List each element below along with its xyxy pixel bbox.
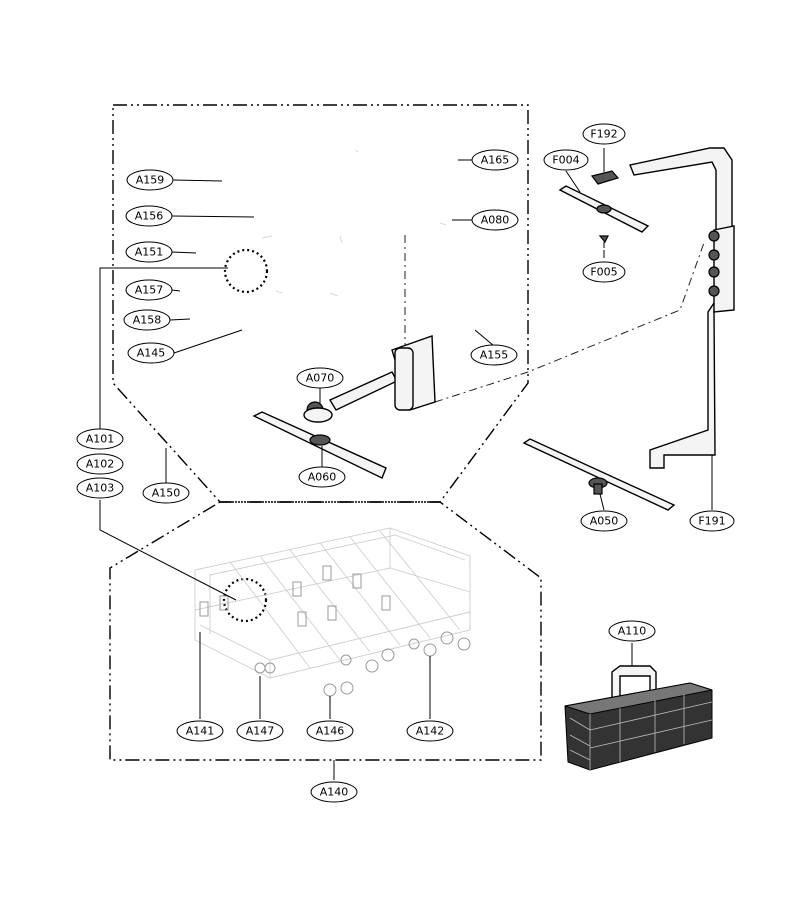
svg-text:F191: F191 xyxy=(698,515,725,528)
leader-lines xyxy=(99,148,713,780)
callout-a101: A101 xyxy=(76,428,124,450)
callout-f191: F191 xyxy=(689,510,735,532)
spray-arm-a050 xyxy=(522,438,676,511)
callout-a110: A110 xyxy=(608,620,656,642)
callout-a155: A155 xyxy=(470,344,518,366)
svg-text:F192: F192 xyxy=(590,128,617,141)
callout-a080: A080 xyxy=(471,209,519,231)
lower-rack-boundary xyxy=(109,501,542,761)
callout-a050: A050 xyxy=(580,510,628,532)
svg-text:A150: A150 xyxy=(152,487,181,500)
callout-a147: A147 xyxy=(236,720,284,742)
callout-a103: A103 xyxy=(76,477,124,499)
svg-text:A156: A156 xyxy=(135,210,164,223)
svg-text:A102: A102 xyxy=(86,458,115,471)
callout-a145: A145 xyxy=(127,342,175,364)
callout-f004: F004 xyxy=(543,149,589,171)
callout-a157: A157 xyxy=(125,279,173,301)
connection-line-duct xyxy=(434,239,706,403)
callout-a070: A070 xyxy=(296,367,344,389)
callout-a142: A142 xyxy=(406,720,454,742)
callout-f192: F192 xyxy=(582,123,626,145)
svg-text:A070: A070 xyxy=(306,372,335,385)
svg-text:A157: A157 xyxy=(135,284,164,297)
svg-text:A101: A101 xyxy=(86,433,115,446)
callout-a060: A060 xyxy=(298,466,346,488)
callout-a141: A141 xyxy=(176,720,224,742)
svg-text:F004: F004 xyxy=(552,154,579,167)
detail-circle-lower xyxy=(222,577,268,623)
svg-text:A146: A146 xyxy=(316,725,345,738)
svg-text:A147: A147 xyxy=(246,725,275,738)
callout-a150: A150 xyxy=(142,482,190,504)
svg-text:A159: A159 xyxy=(136,174,165,187)
holder-f192 xyxy=(590,170,620,185)
svg-text:A141: A141 xyxy=(186,725,215,738)
svg-text:A158: A158 xyxy=(133,314,162,327)
detail-circle-upper xyxy=(223,248,269,294)
svg-text:A080: A080 xyxy=(481,214,510,227)
callout-a159: A159 xyxy=(126,169,174,191)
svg-text:A142: A142 xyxy=(416,725,445,738)
svg-text:A165: A165 xyxy=(481,154,510,167)
svg-text:A151: A151 xyxy=(135,246,164,259)
callout-a140: A140 xyxy=(310,781,358,803)
spray-arm-f004 xyxy=(558,185,650,233)
svg-text:A103: A103 xyxy=(86,482,115,495)
callout-a102: A102 xyxy=(76,453,124,475)
svg-text:F005: F005 xyxy=(590,266,617,279)
svg-text:A060: A060 xyxy=(308,471,337,484)
svg-text:A110: A110 xyxy=(618,625,647,638)
callout-a165: A165 xyxy=(471,149,519,171)
water-duct-f191 xyxy=(629,147,735,469)
svg-text:A145: A145 xyxy=(137,347,166,360)
screw-f005 xyxy=(598,235,609,248)
callout-a156: A156 xyxy=(125,205,173,227)
svg-text:A140: A140 xyxy=(320,786,349,799)
svg-text:A155: A155 xyxy=(480,349,509,362)
callout-f005: F005 xyxy=(582,261,626,283)
callout-a158: A158 xyxy=(123,309,171,331)
lower-rack xyxy=(194,527,471,697)
upper-rack-faint xyxy=(261,149,447,297)
cutlery-basket xyxy=(564,665,713,771)
callout-a146: A146 xyxy=(306,720,354,742)
callout-a151: A151 xyxy=(125,241,173,263)
svg-text:A050: A050 xyxy=(590,515,619,528)
spray-arm-a060 xyxy=(252,411,387,479)
upper-spray-pipe xyxy=(303,335,436,423)
